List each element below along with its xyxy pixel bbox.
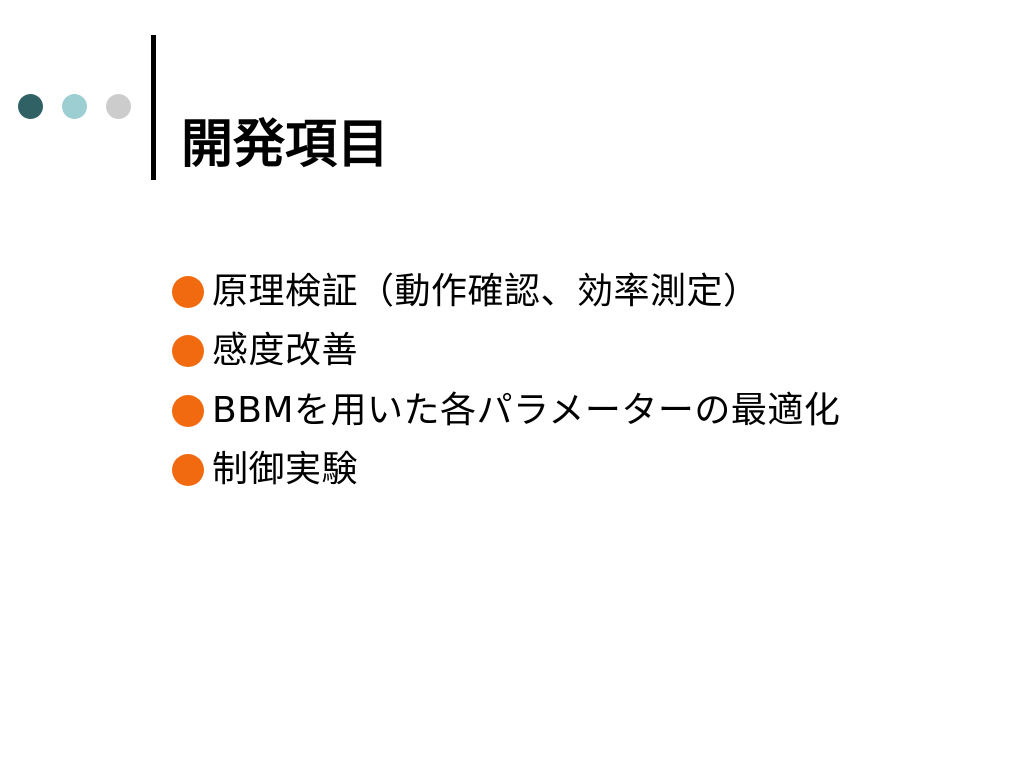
bullet-dot-icon	[172, 454, 204, 487]
bullet-dot-icon	[172, 275, 204, 308]
bullet-text: BBMを用いた各パラメーターの最適化	[212, 389, 841, 431]
decorative-dots	[18, 94, 138, 120]
bullet-item: 原理検証（動作確認、効率測定）	[170, 262, 840, 322]
bullet-text: 原理検証（動作確認、効率測定）	[212, 270, 760, 312]
bullet-item: BBMを用いた各パラメーターの最適化	[170, 381, 840, 441]
dot-gray	[106, 94, 131, 119]
title-divider	[151, 35, 156, 180]
bullet-dot-icon	[172, 335, 204, 368]
dot-light-teal	[62, 94, 87, 119]
dot-dark-teal	[18, 94, 43, 119]
bullet-text: 制御実験	[212, 449, 359, 491]
bullet-item: 制御実験	[170, 441, 840, 501]
slide-title: 開発項目	[181, 114, 390, 175]
bullet-text: 感度改善	[212, 330, 359, 372]
bullet-dot-icon	[172, 394, 204, 427]
bullet-list: 原理検証（動作確認、効率測定） 感度改善 BBMを用いた各パラメーターの最適化 …	[170, 262, 840, 500]
bullet-item: 感度改善	[170, 322, 840, 382]
